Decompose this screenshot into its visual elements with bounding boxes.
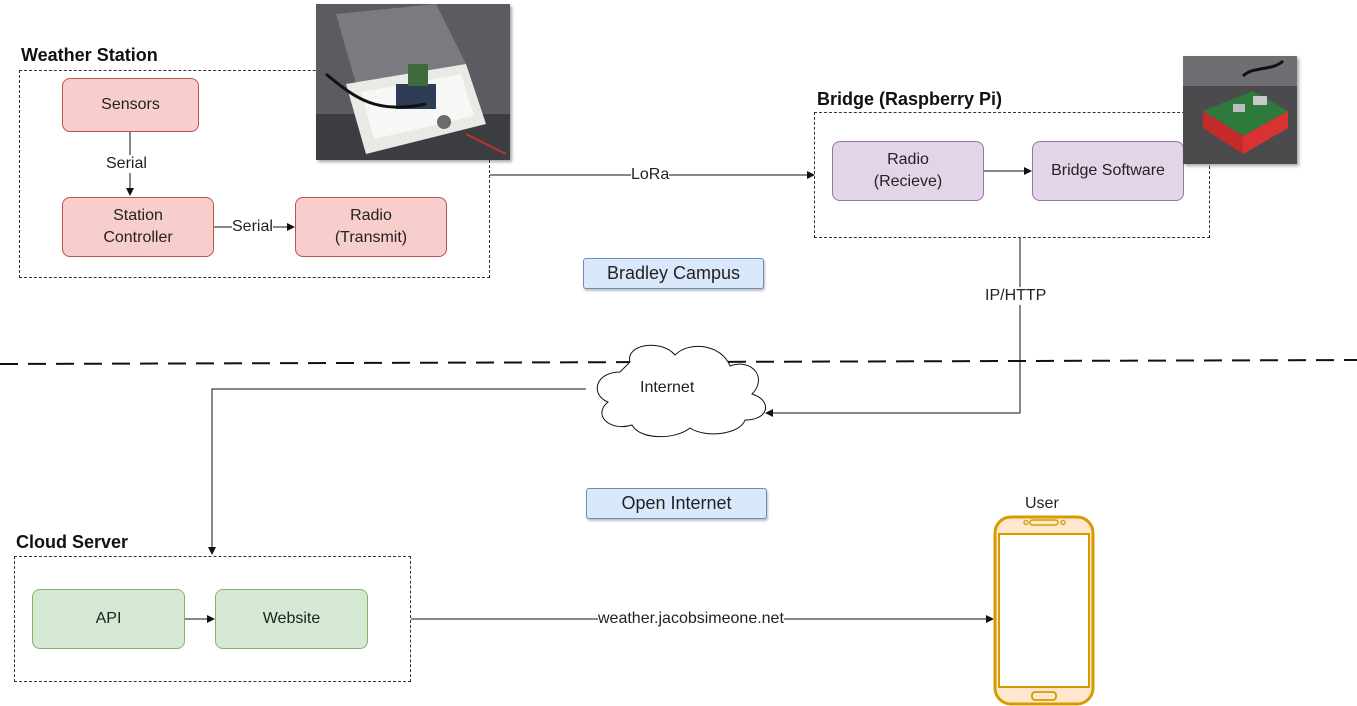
lora-label: LoRa — [631, 166, 670, 184]
sensors-label: Sensors — [101, 96, 160, 113]
user-phone — [993, 515, 1095, 706]
internet-cloud-shape — [596, 344, 767, 438]
website-label: Website — [262, 610, 321, 627]
cloud-server-group — [14, 556, 411, 682]
sensors-node[interactable]: Sensors — [62, 78, 199, 132]
cloud-server-title: Cloud Server — [16, 532, 129, 552]
website-url-label[interactable]: weather.jacobsimeone.net — [598, 610, 784, 628]
bradley-campus-region: Bradley Campus — [583, 258, 764, 289]
open-internet-label: Open Internet — [621, 493, 732, 513]
api-label: API — [95, 610, 122, 627]
bradley-campus-label: Bradley Campus — [606, 263, 741, 283]
weather-station-title: Weather Station — [21, 45, 158, 65]
weather-station-photo — [316, 4, 510, 160]
station-controller-node[interactable]: Station Controller — [62, 197, 214, 257]
weather-station-group — [19, 70, 490, 278]
edge-internet-cloud — [208, 388, 586, 555]
serial-label-horizontal: Serial — [232, 218, 273, 236]
station-controller-label: Station Controller — [103, 207, 173, 246]
bridge-group — [814, 112, 1210, 238]
bridge-software-node[interactable]: Bridge Software — [1032, 141, 1184, 201]
open-internet-region: Open Internet — [586, 488, 767, 519]
user-label: User — [1025, 495, 1059, 512]
radio-receive-node[interactable]: Radio (Recieve) — [832, 141, 984, 201]
internet-label: Internet — [640, 379, 695, 396]
edge-ip-http — [765, 238, 1021, 417]
raspberry-pi-photo — [1183, 56, 1297, 164]
radio-transmit-node[interactable]: Radio (Transmit) — [295, 197, 447, 257]
bridge-title: Bridge (Raspberry Pi) — [817, 89, 1003, 109]
api-node[interactable]: API — [32, 589, 185, 649]
website-node[interactable]: Website — [215, 589, 368, 649]
bridge-software-label: Bridge Software — [1051, 162, 1165, 179]
ip-http-label: IP/HTTP — [985, 287, 1047, 305]
serial-label-vertical: Serial — [106, 155, 147, 173]
radio-receive-label: Radio (Recieve) — [873, 151, 943, 190]
radio-transmit-label: Radio (Transmit) — [334, 207, 408, 246]
